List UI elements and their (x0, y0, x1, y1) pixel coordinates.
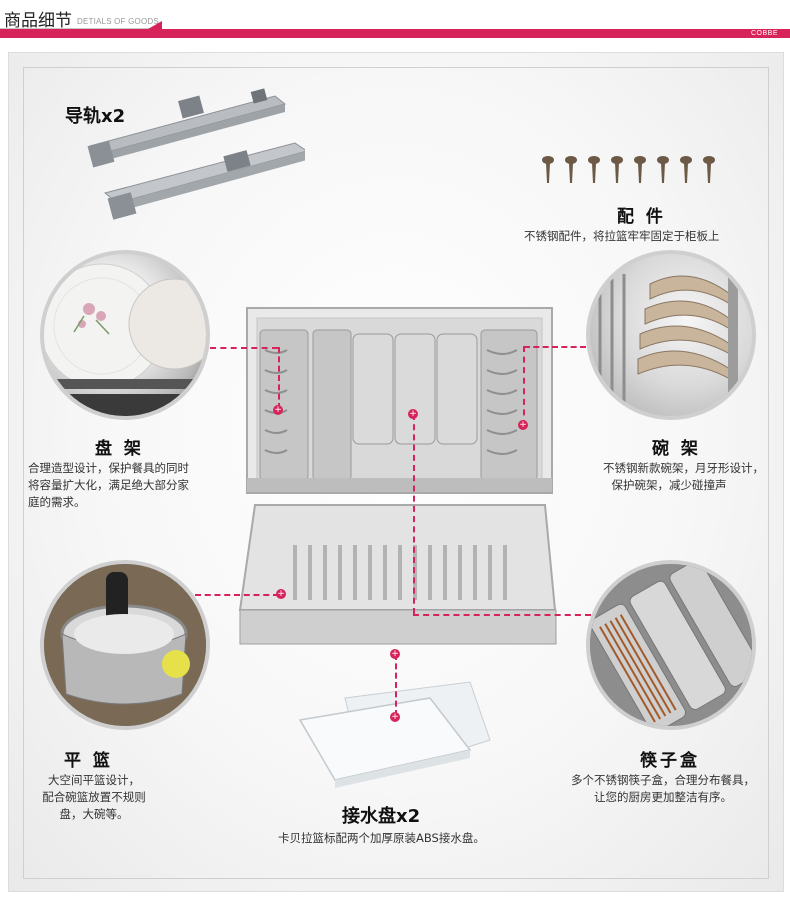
plus-marker-icon: + (276, 589, 286, 599)
slide-rail-illustration (87, 88, 305, 220)
chopstick-box-label: 筷子盒 (640, 751, 700, 771)
plate-rack-desc-line-1: 合理造型设计，保护餐具的同时 (28, 461, 189, 475)
accessories-label: 配 件 (617, 207, 666, 227)
plus-marker-icon: + (390, 712, 400, 722)
header-bar (0, 29, 790, 38)
drip-tray-description: 卡贝拉篮标配两个加厚原装ABS接水盘。 (278, 831, 485, 845)
header-brand: COBBE (750, 30, 778, 37)
flat-basket-label: 平 篮 (64, 751, 113, 771)
plus-marker-icon: + (390, 649, 400, 659)
plate-rack-desc-line-2: 将容量扩大化，满足绝大部分家 (28, 478, 189, 492)
bowl-rack-label: 碗 架 (652, 439, 701, 459)
chopstick-box-desc-line-2: 让您的厨房更加整洁有序。 (594, 790, 732, 804)
callout-line-chopstick (413, 614, 591, 616)
screw-icon (542, 156, 715, 183)
header-bar-notch (148, 21, 162, 29)
rails-label: 导轨x2 (65, 106, 126, 127)
plate-rack-photo (40, 250, 210, 420)
bowl-rack-illustration (598, 274, 738, 404)
callout-line-plate-rack (210, 347, 278, 349)
accessories-description: 不锈钢配件，将拉篮牢牢固定于柜板上 (524, 229, 720, 243)
bowl-rack-desc-line-2: 保护碗架，减少碰撞声 (611, 478, 727, 492)
panel-inner-frame (23, 67, 769, 879)
bowl-rack-photo (586, 250, 756, 420)
plus-marker-icon: + (408, 409, 418, 419)
plate-rack-desc-line-3: 庭的需求。 (28, 495, 86, 509)
plus-marker-icon: + (273, 405, 283, 415)
drip-tray-illustration (298, 681, 491, 788)
chopstick-box-illustration (590, 564, 752, 726)
chopstick-box-desc-line-1: 多个不锈钢筷子盒，合理分布餐具， (571, 773, 755, 787)
plate-rack-label: 盘 架 (95, 439, 144, 459)
callout-line-chopstick-vertical (413, 414, 415, 614)
flat-basket-desc-line-3: 盘，大碗等。 (59, 807, 129, 821)
chopstick-box-photo (586, 560, 756, 730)
callout-line-drip-tray (395, 654, 397, 716)
flat-basket-desc-line-1: 大空间平篮设计， (48, 773, 140, 787)
plus-marker-icon: + (518, 420, 528, 430)
plate-rack-illustration (44, 263, 206, 416)
header-title: 商品细节 (4, 11, 72, 31)
bowl-rack-description: 不锈钢新款碗架，月牙形设计， 保护碗架，减少碰撞声 (574, 460, 764, 494)
pull-out-basket-illustration (238, 307, 557, 645)
flat-basket-description: 大空间平篮设计， 配合碗篮放置不规则 盘，大碗等。 (22, 772, 166, 823)
callout-line-bowl-rack (524, 346, 586, 348)
plate-rack-description: 合理造型设计，保护餐具的同时 将容量扩大化，满足绝大部分家 庭的需求。 (28, 460, 189, 511)
header-subtitle: DETIALS OF GOODS (77, 17, 159, 26)
callout-line-bowl-rack-vertical (523, 346, 525, 426)
bowl-rack-desc-line-1: 不锈钢新款碗架，月牙形设计， (603, 461, 764, 475)
pot-illustration (44, 564, 206, 726)
flat-basket-desc-line-2: 配合碗篮放置不规则 (42, 790, 146, 804)
drip-tray-label: 接水盘x2 (342, 806, 421, 827)
header-rule (0, 28, 160, 29)
callout-line-flat-basket (195, 594, 279, 596)
flat-basket-photo (40, 560, 210, 730)
callout-line-plate-rack-vertical (278, 347, 280, 409)
chopstick-box-description: 多个不锈钢筷子盒，合理分布餐具， 让您的厨房更加整洁有序。 (552, 772, 774, 806)
